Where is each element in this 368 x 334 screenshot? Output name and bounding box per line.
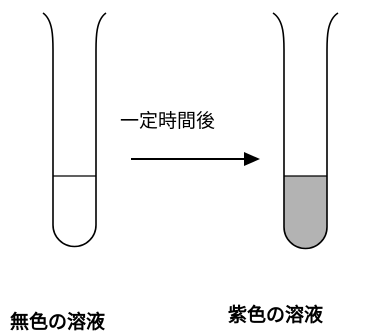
- process-label: 一定時間後: [120, 110, 216, 132]
- right-arrow-icon: [131, 152, 260, 166]
- before-solution-label: 無色の溶液: [10, 311, 106, 333]
- after-solution-label: 紫色の溶液: [228, 304, 324, 326]
- test-tube-right: [272, 12, 339, 250]
- tube-outline-right: [272, 12, 339, 250]
- liquid-fill-right: [284, 176, 327, 249]
- test-tube-left: [42, 12, 107, 248]
- tube-outline-left: [42, 12, 107, 248]
